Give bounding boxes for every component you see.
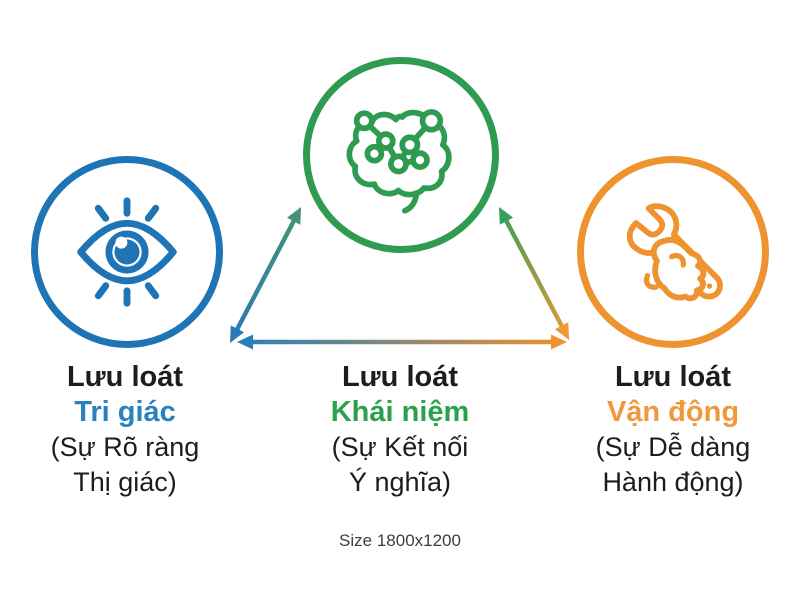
- node-conceptual-circle: [303, 57, 499, 253]
- motor-term: Vận động: [606, 396, 740, 428]
- wrench-hand-icon: [626, 203, 723, 302]
- perceptual-note-line2: Thị giác): [73, 467, 177, 497]
- motor-title: Lưu loát: [614, 361, 732, 393]
- conceptual-term: Khái niệm: [330, 396, 470, 428]
- conceptual-note-line1: (Sự Kết nối: [331, 432, 469, 462]
- brain-network-icon: [346, 109, 452, 214]
- eye-icon: [77, 197, 177, 307]
- perceptual-title: Lưu loát: [66, 361, 184, 393]
- conceptual-title: Lưu loát: [341, 361, 459, 393]
- perceptual-note-line1: (Sự Rõ ràng: [50, 432, 200, 462]
- label-perceptual: Lưu loát Tri giác (Sự Rõ ràng Thị giác): [5, 360, 245, 500]
- node-perceptual-circle: [31, 156, 223, 348]
- perceptual-term: Tri giác: [74, 396, 176, 428]
- size-caption: Size 1800x1200: [339, 531, 461, 550]
- arrow-conceptual-motor: [499, 207, 570, 340]
- motor-note-line1: (Sự Dễ dàng: [595, 432, 751, 462]
- node-motor-circle: [577, 156, 769, 348]
- label-conceptual: Lưu loát Khái niệm (Sự Kết nối Ý nghĩa): [280, 360, 520, 500]
- arrow-perceptual-conceptual: [230, 207, 302, 343]
- motor-note-line2: Hành động): [602, 467, 744, 497]
- conceptual-note-line2: Ý nghĩa): [348, 467, 452, 497]
- label-motor: Lưu loát Vận động (Sự Dễ dàng Hành động): [553, 360, 793, 500]
- arrow-perceptual-motor: [237, 334, 567, 350]
